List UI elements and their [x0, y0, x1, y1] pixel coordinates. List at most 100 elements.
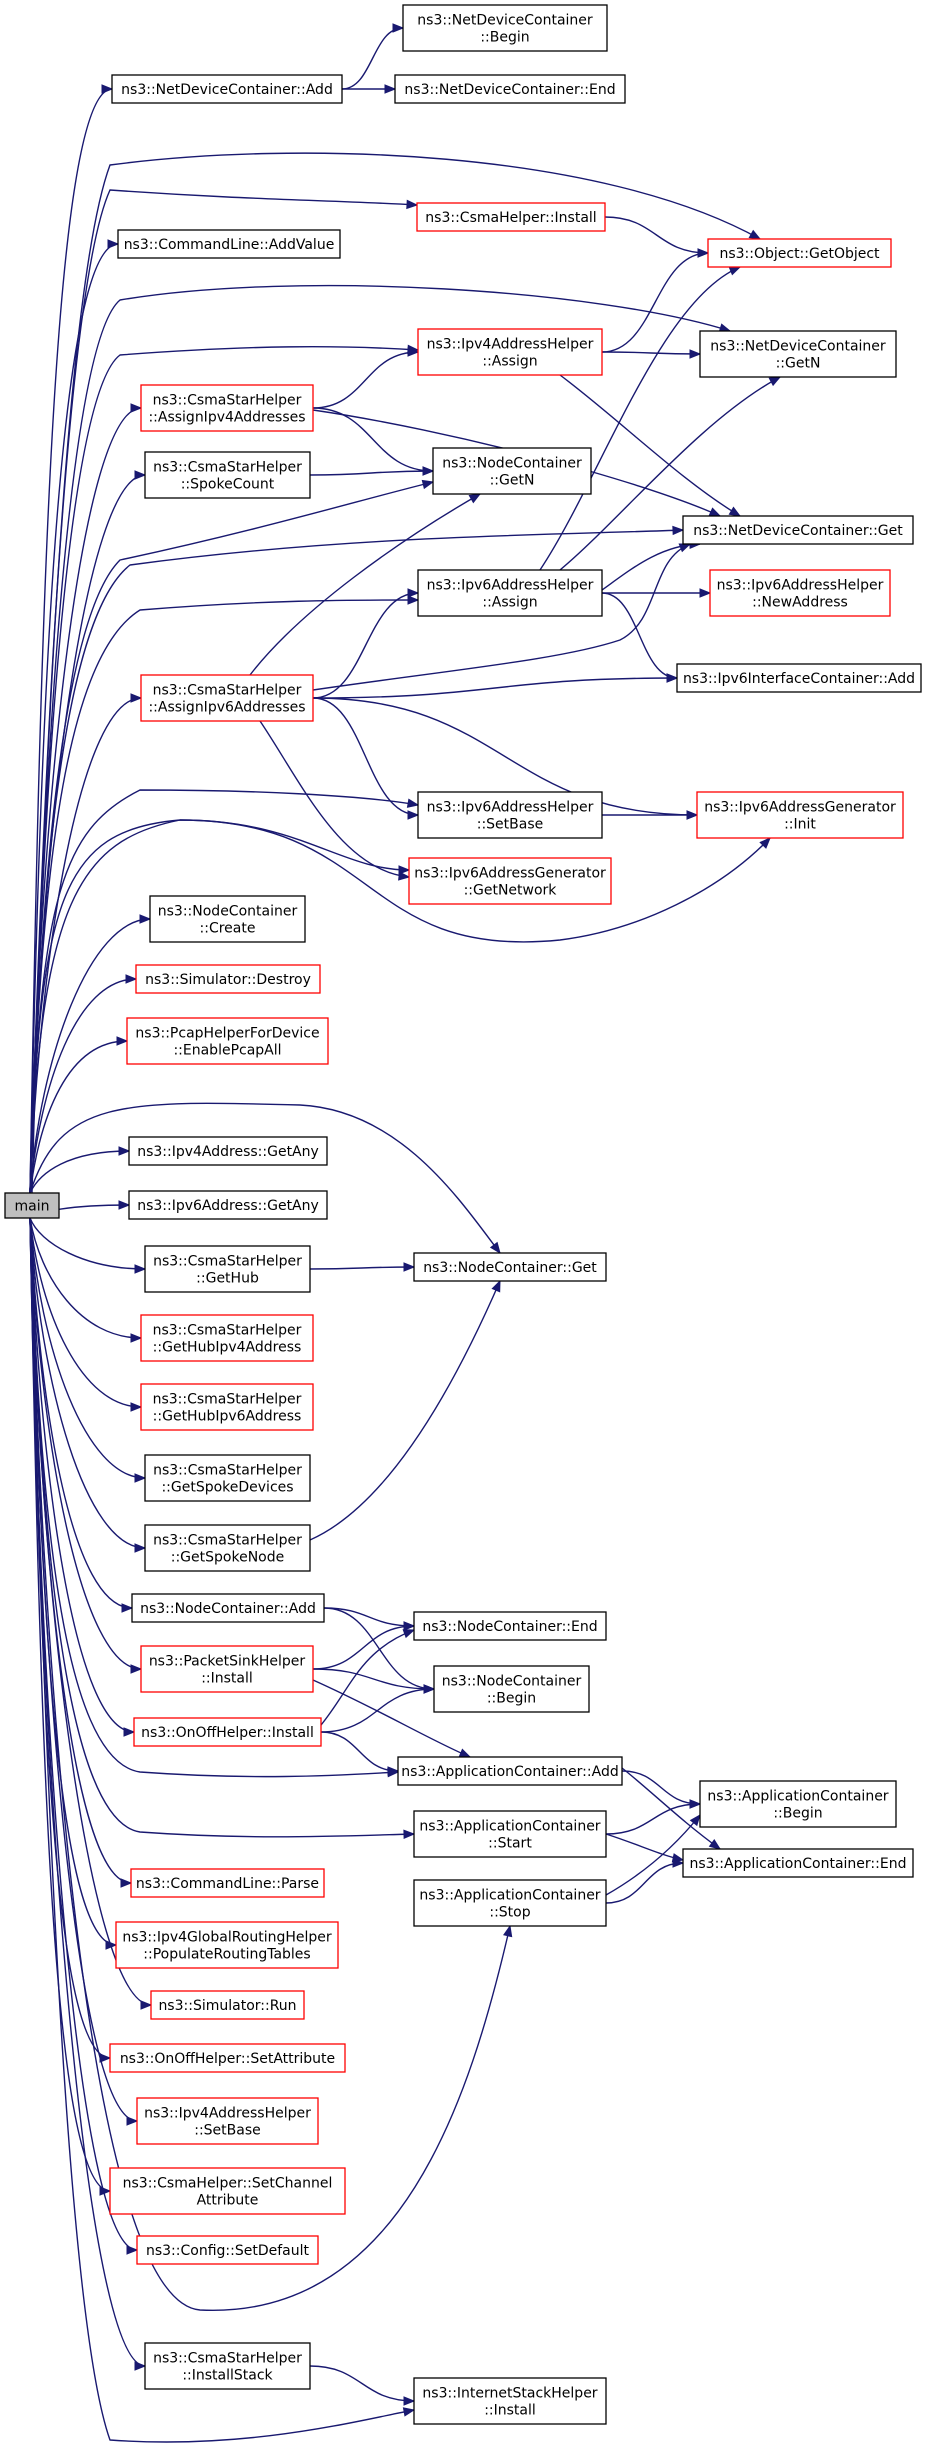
edge-arrowhead [116, 1036, 129, 1046]
edge-line [621, 1770, 701, 1805]
edge-arrowhead [406, 199, 419, 210]
node-label: ns3::ApplicationContainer::Add [401, 1764, 618, 1780]
node-label: ::Start [488, 1836, 532, 1852]
node-ipv6ic-add[interactable]: ns3::Ipv6InterfaceContainer::Add [676, 663, 922, 693]
node-ac-stop[interactable]: ns3::ApplicationContainer::Stop [413, 1879, 607, 1927]
node-csh-gethub[interactable]: ns3::CsmaStarHelper::GetHub [144, 1245, 311, 1293]
node-ish-install[interactable]: ns3::InternetStackHelper::Install [413, 2377, 607, 2425]
node-csh-installstack[interactable]: ns3::CsmaStarHelper::InstallStack [144, 2342, 311, 2390]
edge-arrowhead [126, 2245, 139, 2255]
node-cl-parse[interactable]: ns3::CommandLine::Parse [130, 1868, 325, 1898]
node-ac-end[interactable]: ns3::ApplicationContainer::End [682, 1848, 914, 1878]
edge-ac-start-to-ac-begin [605, 1799, 702, 1835]
node-label: ::GetN [490, 473, 535, 489]
node-label: ns3::OnOffHelper::SetAttribute [120, 2051, 335, 2067]
edge-arrowhead [99, 2186, 112, 2196]
node-ipv6a-getany[interactable]: ns3::Ipv6Address::GetAny [128, 1190, 328, 1220]
node-ipv4grh-populate[interactable]: ns3::Ipv4GlobalRoutingHelper::PopulateRo… [115, 1921, 339, 1969]
node-ac-add[interactable]: ns3::ApplicationContainer::Add [397, 1756, 623, 1786]
edge-arrowhead [689, 1799, 702, 1809]
node-csma-install[interactable]: ns3::CsmaHelper::Install [416, 202, 606, 232]
node-label: ::EnablePcapAll [173, 1043, 281, 1059]
edge-line [323, 1607, 435, 1690]
edge-line [259, 720, 410, 878]
node-ipv4ah-setbase[interactable]: ns3::Ipv4AddressHelper::SetBase [136, 2097, 319, 2145]
edge-arrowhead [398, 871, 411, 881]
node-label: ::Begin [480, 30, 529, 46]
node-csh-assign4[interactable]: ns3::CsmaStarHelper::AssignIpv4Addresses [140, 384, 314, 432]
edge-arrowhead [708, 1839, 722, 1850]
node-box [682, 515, 914, 545]
node-csh-hub4[interactable]: ns3::CsmaStarHelper::GetHubIpv4Address [140, 1314, 314, 1362]
node-config-setdefault[interactable]: ns3::Config::SetDefault [136, 2235, 319, 2265]
node-nc-get[interactable]: ns3::NodeContainer::Get [413, 1252, 607, 1282]
edge-main-to-csh-spokedevs [29, 1217, 147, 1483]
edge-ipv6ah-assign-to-ipv6ah-newaddr [602, 588, 712, 598]
edge-line [29, 1217, 133, 1609]
edge-onoff-install-to-nc-begin [320, 1684, 436, 1733]
node-ac-start[interactable]: ns3::ApplicationContainer::Start [413, 1810, 607, 1858]
node-ipv6ah-newaddr[interactable]: ns3::Ipv6AddressHelper::NewAddress [709, 569, 891, 617]
node-cl-addvalue[interactable]: ns3::CommandLine::AddValue [117, 229, 341, 259]
node-ipv6ah-assign[interactable]: ns3::Ipv6AddressHelper::Assign [417, 569, 603, 617]
node-nc-create[interactable]: ns3::NodeContainer::Create [149, 895, 306, 943]
node-ipv6ag-getnet[interactable]: ns3::Ipv6AddressGenerator::GetNetwork [408, 857, 612, 905]
node-csh-assign6[interactable]: ns3::CsmaStarHelper::AssignIpv6Addresses [140, 674, 314, 722]
node-box [4, 1192, 60, 1219]
node-nc-begin[interactable]: ns3::NodeContainer::Begin [433, 1665, 590, 1713]
node-ndc-getn[interactable]: ns3::NetDeviceContainer::GetN [699, 330, 897, 378]
node-ipv4a-getany[interactable]: ns3::Ipv4Address::GetAny [128, 1136, 328, 1166]
edge-ac-stop-to-ac-end [605, 1858, 685, 1904]
node-psh-install[interactable]: ns3::PacketSinkHelper::Install [140, 1645, 314, 1693]
node-ipv6ag-init[interactable]: ns3::Ipv6AddressGenerator::Init [696, 791, 904, 839]
node-ipv4ah-assign[interactable]: ns3::Ipv4AddressHelper::Assign [417, 328, 603, 376]
edge-arrowhead [387, 1767, 400, 1778]
node-onoff-install[interactable]: ns3::OnOffHelper::Install [133, 1717, 322, 1747]
node-nc-add[interactable]: ns3::NodeContainer::Add [131, 1593, 325, 1623]
node-label: ns3::NodeContainer::Get [423, 1260, 597, 1276]
edge-arrowhead [421, 479, 435, 490]
edge-line [312, 351, 419, 409]
node-sim-run[interactable]: ns3::Simulator::Run [150, 1990, 305, 2020]
node-ndc-get[interactable]: ns3::NetDeviceContainer::Get [682, 515, 914, 545]
node-onoff-setattr[interactable]: ns3::OnOffHelper::SetAttribute [109, 2043, 346, 2073]
node-ndc-end[interactable]: ns3::NetDeviceContainer::End [394, 74, 626, 104]
node-csh-hub6[interactable]: ns3::CsmaStarHelper::GetHubIpv6Address [140, 1383, 314, 1431]
node-label: ns3::NodeContainer::Add [140, 1601, 316, 1617]
edge-arrowhead [402, 1629, 416, 1639]
node-obj-getobject[interactable]: ns3::Object::GetObject [707, 238, 892, 268]
node-box [128, 1136, 328, 1166]
node-csh-spokenode[interactable]: ns3::CsmaStarHelper::GetSpokeNode [144, 1524, 311, 1572]
node-ipv6ah-setbase[interactable]: ns3::Ipv6AddressHelper::SetBase [417, 791, 603, 839]
node-nc-end[interactable]: ns3::NodeContainer::End [413, 1611, 607, 1641]
edge-arrowhead [689, 1813, 701, 1827]
node-label: ns3::Object::GetObject [719, 246, 880, 262]
edge-csh-assign6-to-nc-getn [249, 493, 482, 676]
node-ac-begin[interactable]: ns3::ApplicationContainer::Begin [699, 1780, 897, 1828]
edge-csh-gethub-to-nc-get [309, 1262, 416, 1272]
node-label: ns3::Ipv6AddressHelper [717, 578, 884, 594]
node-csh-spokedevs[interactable]: ns3::CsmaStarHelper::GetSpokeDevices [144, 1454, 311, 1502]
node-box [413, 1252, 607, 1282]
edge-arrowhead [699, 588, 712, 598]
edge-line [320, 1688, 435, 1733]
node-box [140, 1314, 314, 1362]
node-sim-destroy[interactable]: ns3::Simulator::Destroy [135, 964, 321, 994]
node-csh-spokecount[interactable]: ns3::CsmaStarHelper::SpokeCount [144, 451, 311, 499]
node-nc-getn[interactable]: ns3::NodeContainer::GetN [432, 447, 592, 495]
node-label: ns3::NetDeviceContainer::Get [693, 523, 903, 539]
edge-line [312, 1679, 471, 1758]
node-label: ::GetSpokeDevices [161, 1480, 293, 1496]
node-ndc-begin[interactable]: ns3::NetDeviceContainer::Begin [402, 4, 608, 52]
node-pcap-enable[interactable]: ns3::PcapHelperForDevice::EnablePcapAll [126, 1017, 329, 1065]
edge-line [29, 407, 142, 1194]
edge-main-to-ac-start [29, 1217, 416, 1840]
call-edges [29, 23, 782, 2443]
node-label: ns3::NetDeviceContainer [710, 339, 886, 355]
node-label: ns3::Ipv6AddressHelper [427, 578, 594, 594]
node-box [416, 202, 606, 232]
edge-main-to-nc-add [29, 1217, 134, 1613]
node-ndc-add[interactable]: ns3::NetDeviceContainer::Add [111, 74, 343, 104]
